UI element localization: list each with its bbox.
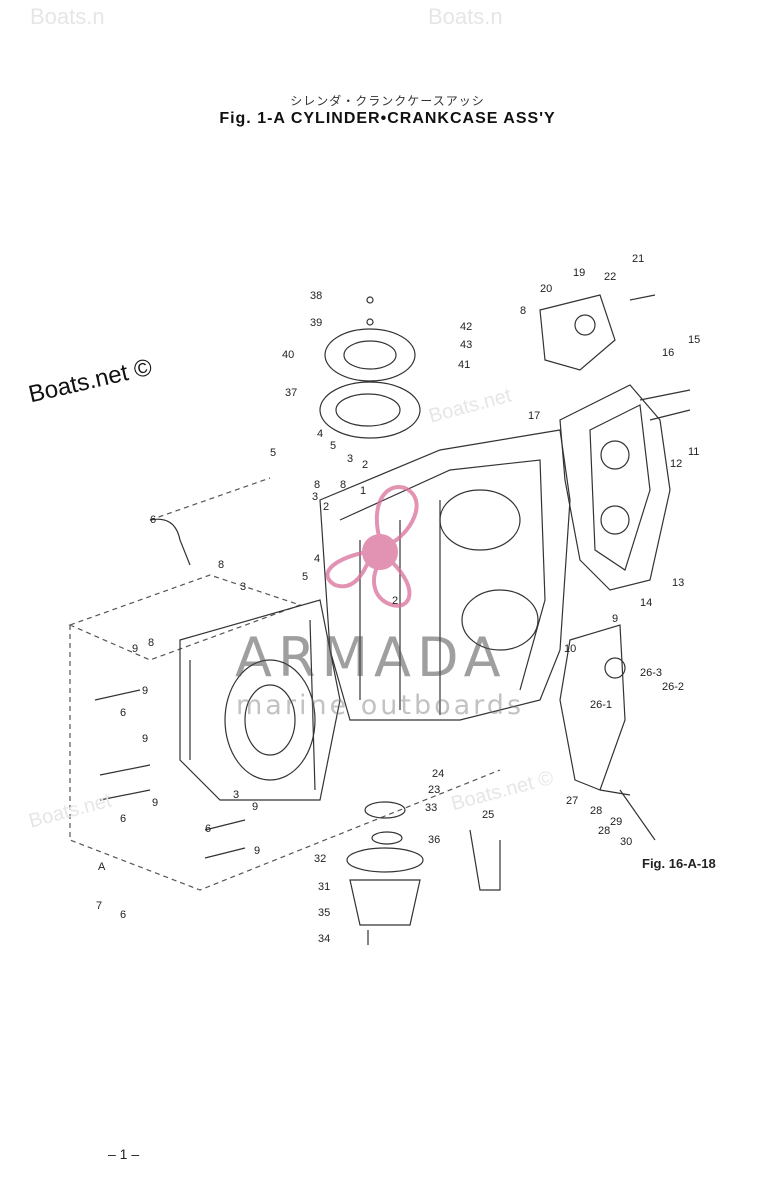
- armada-logo-mark: [325, 485, 419, 608]
- callout: 9: [152, 797, 158, 809]
- figure-reference: Fig. 16-A-18: [642, 856, 716, 871]
- callout: 15: [688, 334, 700, 346]
- callout: 9: [252, 801, 258, 813]
- callout: 12: [670, 458, 682, 470]
- callout: 8: [148, 637, 154, 649]
- callout: 9: [142, 733, 148, 745]
- callout: 11: [688, 446, 699, 458]
- callout: 5: [302, 571, 308, 583]
- callout: 16: [662, 347, 674, 359]
- callout: 24: [432, 768, 444, 780]
- callout: 25: [482, 809, 494, 821]
- callout: 28: [598, 825, 610, 837]
- title-japanese: シレンダ・クランクケースアッシ: [290, 94, 485, 108]
- callout: 6: [205, 823, 211, 835]
- callout: 39: [310, 317, 322, 329]
- watermark-corner-mid: Boats.n: [428, 4, 503, 29]
- head-gasket: [559, 384, 671, 591]
- callout: 2: [323, 501, 329, 513]
- callout: 35: [318, 907, 330, 919]
- page-title: Fig. 1-A CYLINDER•CRANKCASE ASS'Y: [219, 110, 556, 127]
- callout: 8: [314, 479, 320, 491]
- callout: 9: [254, 845, 260, 857]
- callout: 1: [360, 485, 366, 497]
- callout: 2: [362, 459, 368, 471]
- callout: 5: [270, 447, 276, 459]
- callout: 8: [520, 305, 526, 317]
- callout: 27: [566, 795, 578, 807]
- callout: 33: [425, 802, 437, 814]
- callout: 9: [132, 643, 138, 655]
- callout: 26-2: [662, 681, 684, 693]
- crankcase: [179, 599, 341, 801]
- cylinder-block: [319, 429, 571, 721]
- callout: 14: [640, 597, 652, 609]
- callout: 8: [218, 559, 224, 571]
- callout: 43: [460, 339, 472, 351]
- callout: 4: [314, 553, 320, 565]
- callout: 3: [312, 491, 318, 503]
- callout: 29: [610, 816, 622, 828]
- callout: 6: [120, 813, 126, 825]
- leader-to-fig-ref: [619, 789, 656, 841]
- dashed-leader-top: [149, 477, 271, 521]
- callout: 10: [564, 643, 576, 655]
- tube: [469, 829, 501, 891]
- watermark-corner-left: Boats.n: [30, 4, 105, 29]
- callout: 23: [428, 784, 440, 796]
- callout: 20: [540, 283, 552, 295]
- callout: A: [98, 861, 106, 873]
- brand-watermark: ARMADA: [235, 626, 507, 689]
- callout: 6: [120, 909, 126, 921]
- callout: 19: [573, 267, 585, 279]
- callout: 28: [590, 805, 602, 817]
- dashed-outline-frame: [69, 625, 501, 891]
- callout: 2: [392, 595, 398, 607]
- pump-housing: [346, 801, 424, 945]
- gasket-plate-40: [324, 296, 416, 382]
- callout: 4: [317, 428, 323, 440]
- callout: 42: [460, 321, 472, 333]
- callout: 3: [347, 453, 353, 465]
- dashed-outline-left: [68, 574, 302, 661]
- callout: 7: [96, 900, 102, 912]
- bolts: [94, 294, 691, 859]
- callout: 40: [282, 349, 294, 361]
- callout: 17: [528, 410, 540, 422]
- callout: 34: [318, 933, 330, 945]
- callout: 6: [150, 514, 156, 526]
- callout: 41: [458, 359, 470, 371]
- callout: 31: [318, 881, 330, 893]
- page-number: – 1 –: [108, 1146, 140, 1162]
- callout: 6: [120, 707, 126, 719]
- callout: 36: [428, 834, 440, 846]
- callout: 9: [612, 613, 618, 625]
- callout: 38: [310, 290, 322, 302]
- cover-19: [539, 294, 616, 371]
- callout: 5: [330, 440, 336, 452]
- callout: 30: [620, 836, 632, 848]
- callout: 3: [240, 581, 246, 593]
- brand-watermark-sub: marine outboards: [236, 690, 525, 721]
- callout: 21: [632, 253, 644, 265]
- callout: 37: [285, 387, 297, 399]
- callout: 9: [142, 685, 148, 697]
- callout: 22: [604, 271, 616, 283]
- callout: 26-3: [640, 667, 662, 679]
- gasket-37: [319, 381, 421, 439]
- callout: 26-1: [590, 699, 612, 711]
- callout: 3: [233, 789, 239, 801]
- part-callouts: 38 39 40 42 43 41 37 4 5 3 2 8 1 6 5 3 2…: [96, 253, 700, 945]
- callout: 13: [672, 577, 684, 589]
- callout: 8: [340, 479, 346, 491]
- callout: 32: [314, 853, 326, 865]
